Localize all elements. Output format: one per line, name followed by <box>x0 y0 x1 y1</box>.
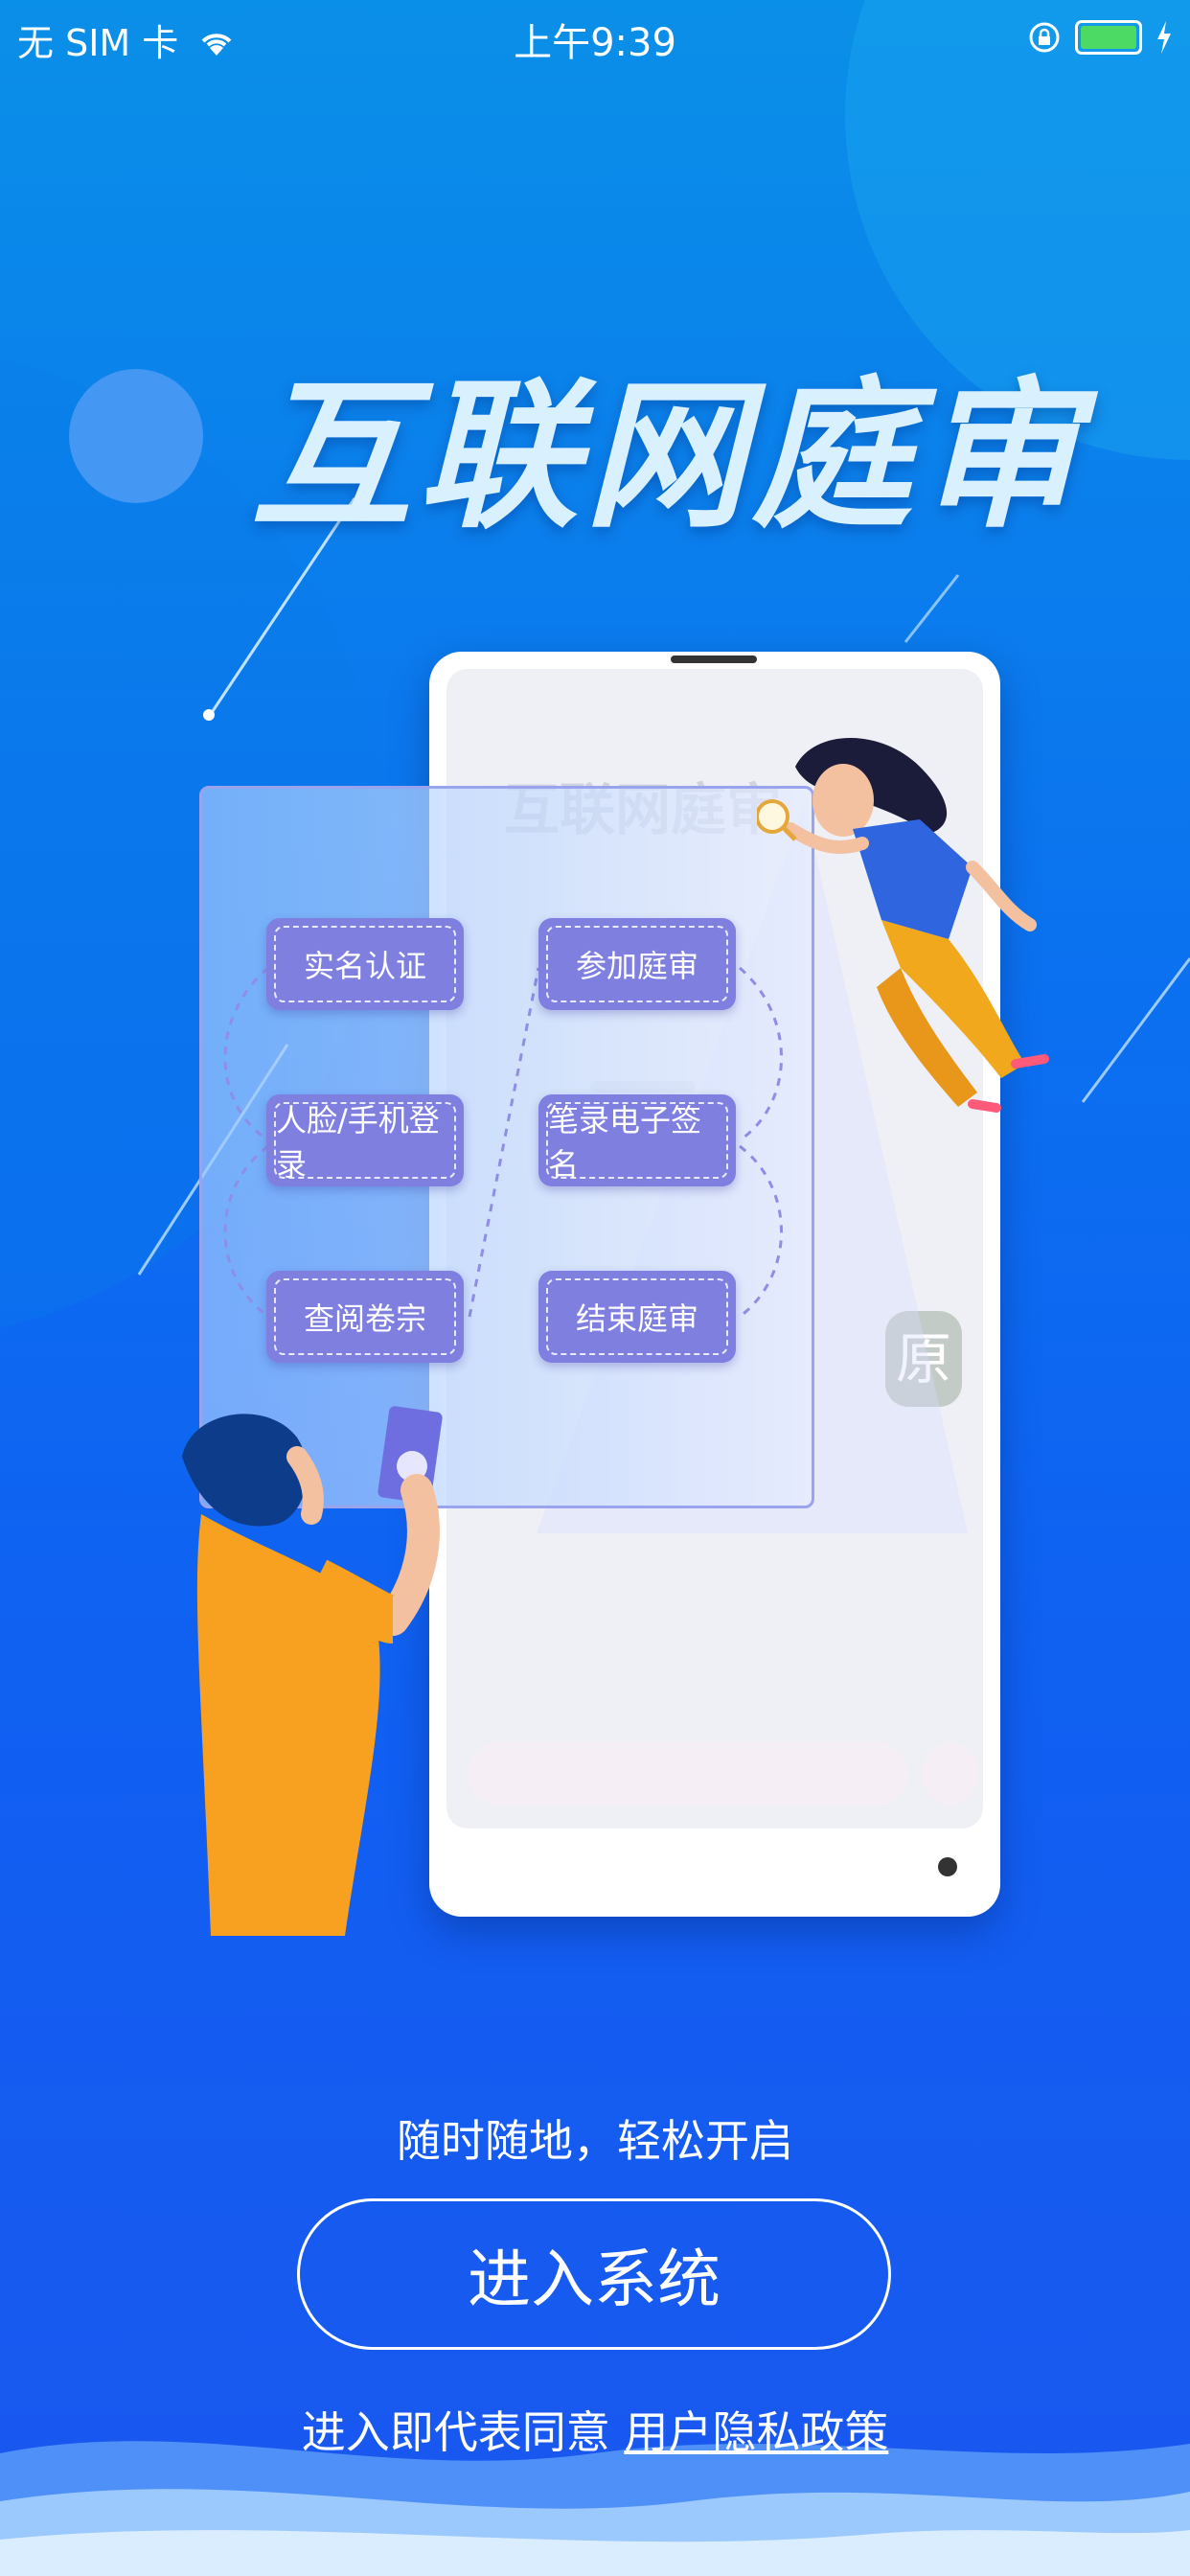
step-label: 笔录电子签名 <box>546 1102 728 1183</box>
bg-streak-4 <box>904 574 960 643</box>
step-label: 人脸/手机登录 <box>274 1102 456 1183</box>
step-end-hearing: 结束庭审 <box>538 1271 736 1363</box>
step-label: 查阅卷宗 <box>274 1278 456 1355</box>
carrier-text: 无 SIM 卡 <box>17 22 179 64</box>
battery-fill <box>1081 26 1136 49</box>
agreement-prefix: 进入即代表同意 <box>301 2406 625 2458</box>
step-label: 实名认证 <box>274 926 456 1002</box>
step-real-name-auth: 实名认证 <box>266 918 464 1010</box>
slogan: 随时随地，轻松开启 <box>397 2115 793 2167</box>
bottom-waves <box>0 2441 1190 2576</box>
step-label: 结束庭审 <box>546 1278 728 1355</box>
phone-speaker <box>671 656 757 663</box>
carrier-label: 无 SIM 卡 <box>17 13 236 66</box>
bg-streak-3 <box>1081 957 1190 1103</box>
wifi-icon <box>201 34 232 56</box>
rotation-lock-icon <box>1029 22 1060 53</box>
status-bar: 无 SIM 卡 上午9:39 <box>0 0 1190 75</box>
bg-streak-1 <box>207 497 356 718</box>
status-right <box>1027 15 1173 59</box>
step-join-hearing: 参加庭审 <box>538 918 736 1010</box>
step-face-phone-login: 人脸/手机登录 <box>266 1094 464 1186</box>
phone-camera <box>938 1857 957 1876</box>
clock: 上午9:39 <box>514 21 676 65</box>
hero-title: 互联网庭审 <box>251 362 1085 550</box>
charging-icon <box>1157 21 1171 54</box>
privacy-policy-link[interactable]: 用户隐私政策 <box>624 2406 889 2458</box>
battery-icon <box>1075 20 1142 55</box>
step-e-signature: 笔录电子签名 <box>538 1094 736 1186</box>
plaintiff-badge: 原 <box>885 1311 962 1407</box>
enter-system-button[interactable]: 进入系统 <box>297 2198 891 2350</box>
agreement-notice: 进入即代表同意 用户隐私政策 <box>0 2398 1190 2461</box>
bg-circle-top-right <box>845 0 1190 460</box>
woman-illustration <box>757 738 1049 1113</box>
man-illustration <box>182 1406 443 1936</box>
bg-bubble <box>69 369 203 503</box>
bg-star <box>203 709 215 721</box>
step-label: 参加庭审 <box>546 926 728 1002</box>
phone-send-dot <box>924 1742 977 1806</box>
step-view-files: 查阅卷宗 <box>266 1271 464 1363</box>
phone-input-bar <box>468 1742 908 1806</box>
